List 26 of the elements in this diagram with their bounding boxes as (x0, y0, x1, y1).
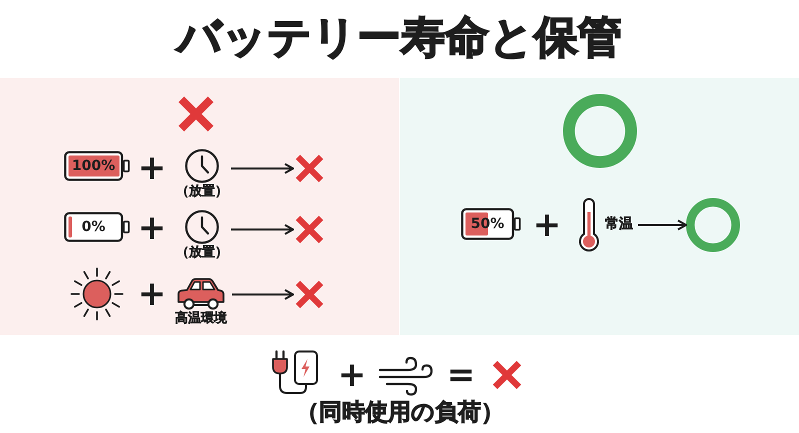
sun-icon (70, 267, 124, 321)
plus-sign: + (338, 358, 366, 392)
cross-icon (293, 278, 326, 311)
icon-caption: （放置） (176, 246, 228, 261)
panel (0, 78, 399, 335)
plus-sign: + (138, 151, 166, 185)
title: バッテリー寿命と保管 (177, 12, 622, 64)
icon-caption: （放置） (176, 185, 228, 200)
panel (400, 78, 799, 335)
arrow (231, 163, 294, 174)
wind-icon (378, 356, 434, 396)
cross-icon (293, 152, 326, 185)
plus-sign: + (138, 277, 166, 311)
equals-sign: = (446, 358, 476, 392)
plus-sign: + (138, 211, 166, 245)
arrow (231, 224, 294, 235)
icon-caption: 高温環境 (175, 312, 227, 327)
note-text: （同時使用の負荷） (296, 402, 504, 424)
icon-caption: 常温 (605, 216, 633, 232)
arrow (638, 220, 687, 230)
ring-icon (563, 94, 637, 168)
arrow (232, 289, 294, 300)
ring-icon (686, 198, 740, 252)
plus-sign: + (532, 208, 562, 242)
cross-icon (490, 358, 524, 392)
cross-icon (293, 213, 326, 246)
